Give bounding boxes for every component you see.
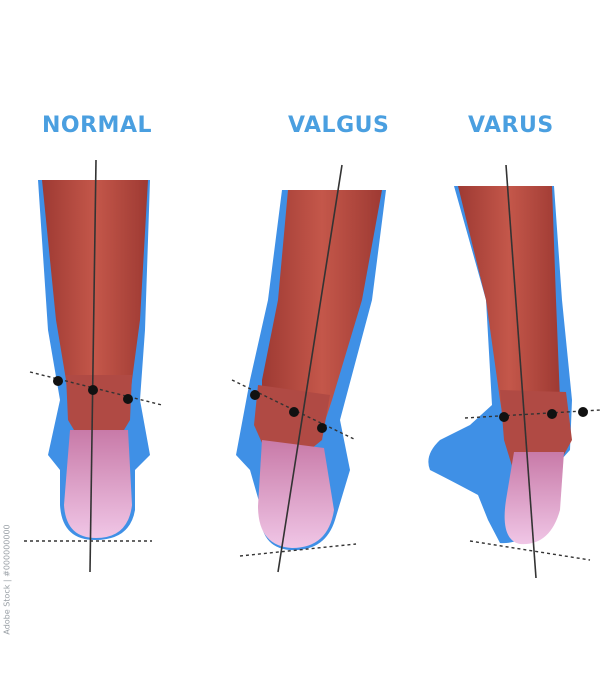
- normal-marker-right: [123, 394, 133, 404]
- varus-marker-center: [547, 409, 557, 419]
- valgus-marker-center: [289, 407, 299, 417]
- label-valgus: VALGUS: [288, 113, 389, 138]
- normal-heel: [64, 430, 132, 538]
- varus-marker-left: [499, 412, 509, 422]
- normal-marker-center: [88, 385, 98, 395]
- varus-heel: [505, 452, 564, 544]
- varus-foot: [428, 165, 600, 578]
- valgus-marker-left: [250, 390, 260, 400]
- varus-ground-line: [470, 541, 590, 560]
- varus-marker-right: [578, 407, 588, 417]
- label-varus: VARUS: [468, 113, 554, 138]
- valgus-marker-right: [317, 423, 327, 433]
- label-normal: NORMAL: [42, 113, 152, 138]
- stock-watermark: Adobe Stock | #000000000: [3, 524, 12, 634]
- valgus-foot: [232, 165, 386, 572]
- normal-marker-left: [53, 376, 63, 386]
- normal-foot: [24, 160, 162, 572]
